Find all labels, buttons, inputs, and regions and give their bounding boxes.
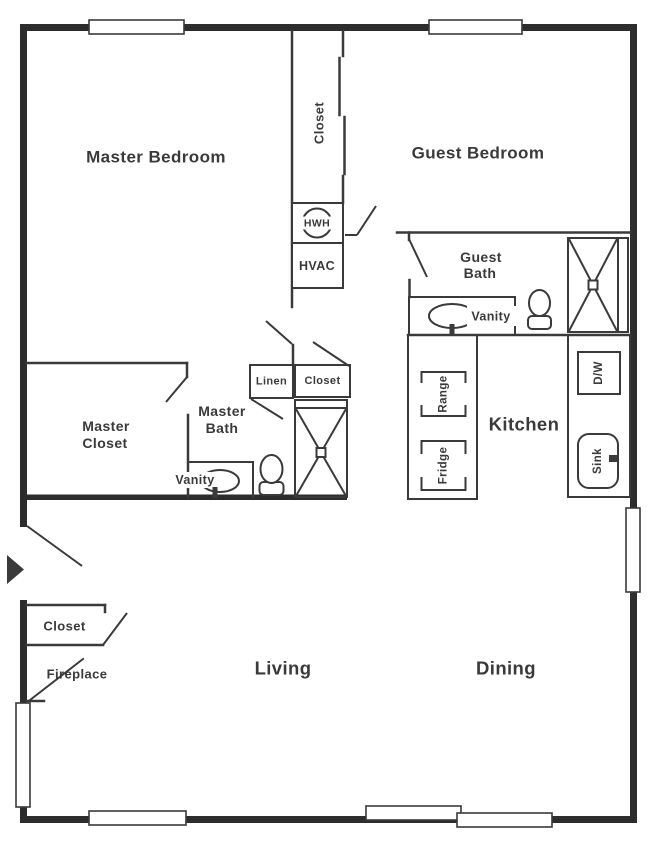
entry-closet (25, 603, 128, 647)
label-hvac: HVAC (299, 259, 335, 273)
utility-door-swing (356, 205, 377, 236)
hall-living-wall (24, 494, 347, 500)
dishwasher-appliance (577, 351, 621, 395)
master-closet-door-swing (165, 376, 188, 403)
window (428, 19, 523, 35)
entry-arrow-icon (7, 555, 24, 584)
label-fireplace: Fireplace (47, 667, 108, 682)
label-range: Range (438, 375, 450, 412)
room-label-kitchen: Kitchen (489, 414, 560, 435)
room-label-dining: Dining (476, 658, 536, 679)
label-closet-hall: Closet (304, 375, 340, 387)
label-dishwasher: D/W (593, 361, 605, 385)
room-label-guest-bath-2: Bath (464, 265, 497, 281)
room-label-master-closet-2: Closet (82, 435, 127, 451)
label-linen: Linen (256, 376, 287, 388)
room-label-master-closet-1: Master (82, 418, 130, 434)
faucet-icon (212, 487, 218, 498)
window (365, 805, 462, 821)
labels: Master Bedroom Guest Bedroom Closet HWH … (43, 102, 605, 682)
hall-closet (294, 364, 351, 398)
window (88, 810, 187, 826)
linen-door-swing (250, 398, 284, 420)
guest-bath (395, 231, 632, 337)
window (15, 702, 31, 808)
entry-and-living (7, 525, 128, 703)
label-hwh: HWH (304, 218, 330, 230)
kitchen-counter-right (567, 334, 631, 498)
window (88, 19, 185, 35)
room-label-master-bath-1: Master (198, 403, 246, 419)
guest-bath-door-swing (408, 238, 428, 278)
label-vanity-guest: Vanity (471, 310, 510, 324)
fireplace-feature (25, 657, 85, 703)
guest-toilet (527, 289, 552, 330)
room-label-master-bedroom: Master Bedroom (86, 148, 226, 167)
windows (15, 19, 641, 828)
label-vanity-master: Vanity (175, 473, 214, 487)
label-closet-entry: Closet (43, 619, 85, 634)
label-closet-top: Closet (312, 102, 327, 144)
master-shower (294, 399, 348, 498)
master-toilet (258, 454, 285, 496)
room-label-master-bath-2: Bath (206, 420, 239, 436)
master-bedroom-door-swing (265, 320, 293, 345)
kitchen-area (407, 334, 631, 500)
master-suite (25, 320, 351, 499)
label-sink: Sink (592, 448, 604, 474)
hvac-box (291, 242, 344, 289)
window (456, 812, 553, 828)
room-label-living: Living (255, 658, 312, 679)
guest-shower (567, 237, 629, 333)
utility-closet-column (290, 29, 377, 309)
fridge-appliance (419, 440, 468, 491)
label-fridge: Fridge (438, 447, 450, 485)
kitchen-counter-left (407, 334, 478, 500)
room-label-guest-bath-1: Guest (460, 249, 502, 265)
faucet-icon (609, 455, 618, 462)
hall-closet-door-swing (312, 341, 350, 367)
linen-cabinet (249, 364, 294, 399)
entry-closet-door-swing (102, 612, 128, 646)
kitchen-sink (577, 433, 619, 489)
window (625, 507, 641, 593)
faucet-icon (449, 324, 455, 336)
range-appliance (419, 371, 468, 417)
room-label-guest-bedroom: Guest Bedroom (412, 144, 545, 163)
entry-door-swing (26, 525, 83, 567)
